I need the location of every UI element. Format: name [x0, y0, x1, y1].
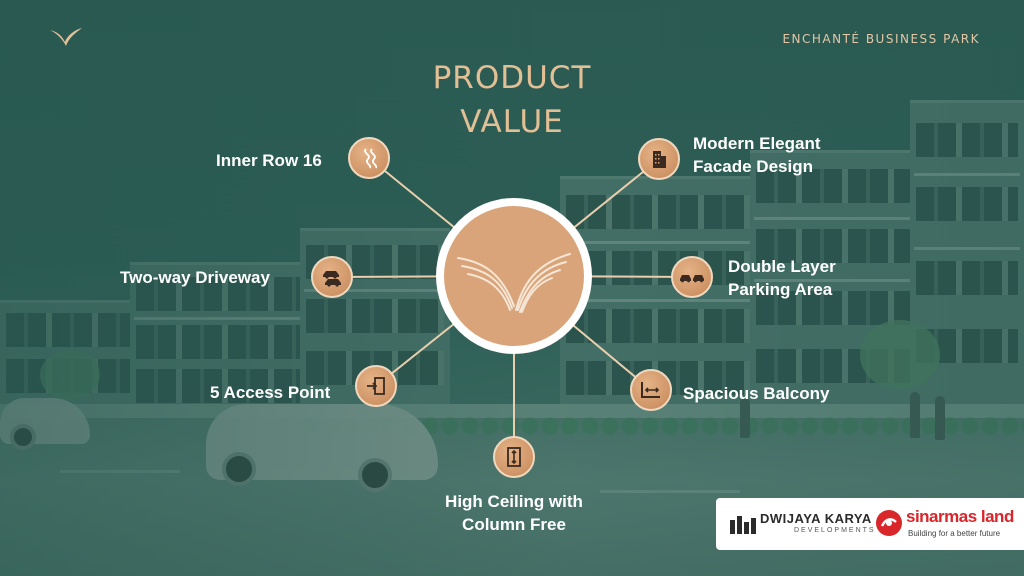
hub-logo-disc: [444, 206, 584, 346]
feature-label-driveway: Two-way Driveway: [120, 268, 270, 287]
brand-bird-icon: [457, 253, 571, 313]
group-tagline: Building for a better future: [908, 529, 1001, 538]
winding-road-icon: [348, 137, 390, 179]
feature-label-parking: Double Layer Parking Area: [728, 257, 836, 299]
balcony-width-icon: [630, 369, 672, 411]
dwijaya-karya-logo-icon: [730, 516, 756, 534]
page-title: PRODUCT VALUE: [0, 56, 1024, 144]
feature-label-balcony: Spacious Balcony: [683, 384, 830, 403]
feature-label-ceiling: High Ceiling with Column Free: [445, 492, 583, 534]
building-icon: [638, 138, 680, 180]
developer-subtitle: DEVELOPMENTS: [794, 527, 876, 534]
bird-logo-icon: [48, 26, 84, 53]
brand-name: ENCHANTÉ BUSINESS PARK: [782, 32, 980, 46]
parking-cars-icon: [671, 256, 713, 298]
group-name: sinarmas land: [906, 507, 1014, 526]
feature-label-inner-row: Inner Row 16: [216, 151, 322, 170]
feature-label-facade: Modern Elegant Facade Design: [693, 134, 821, 176]
developer-name: DWIJAYA KARYA: [760, 511, 872, 526]
title-line-2: VALUE: [460, 104, 564, 140]
feature-label-access: 5 Access Point: [210, 383, 331, 402]
title-line-1: PRODUCT: [432, 60, 592, 96]
partner-logos-panel: DWIJAYA KARYA DEVELOPMENTS sinarmas land…: [716, 498, 1024, 550]
two-cars-icon: [311, 256, 353, 298]
door-enter-icon: [355, 365, 397, 407]
central-hub: [436, 198, 592, 354]
ceiling-height-icon: [493, 436, 535, 478]
sinarmas-logo-icon: [876, 510, 902, 536]
